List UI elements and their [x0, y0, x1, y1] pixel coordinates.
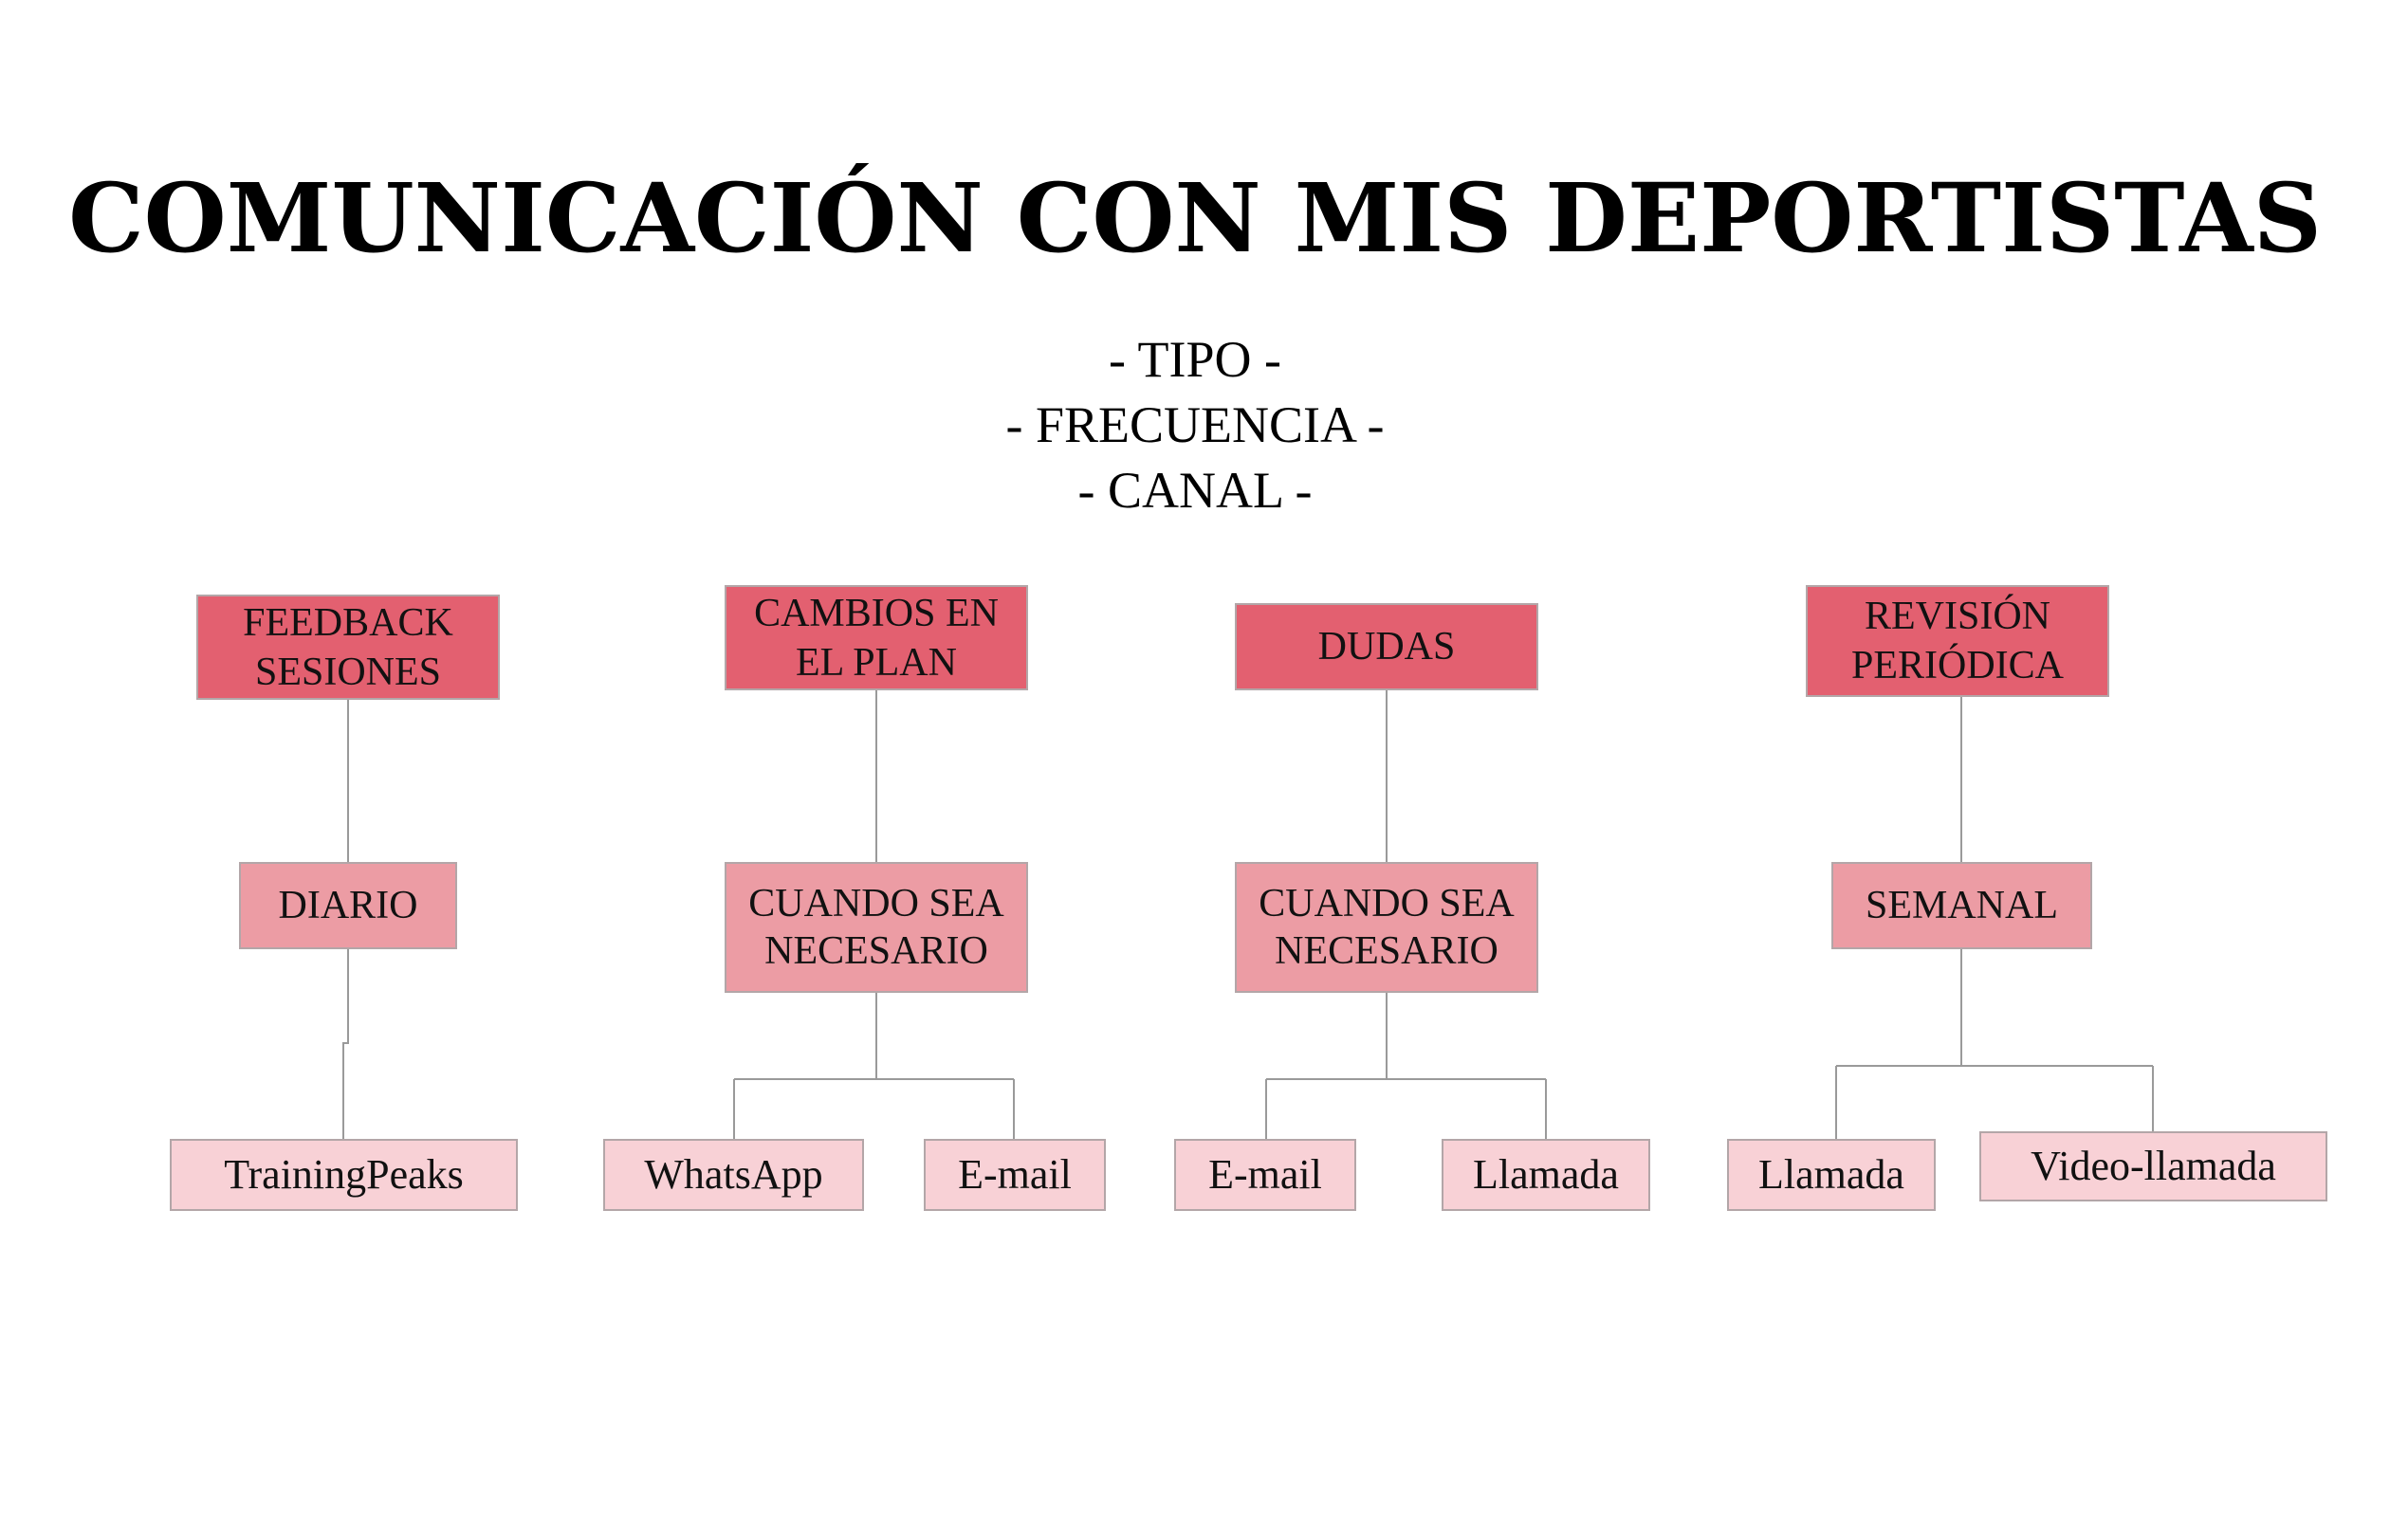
connector-cuando-to-canales-3: [1265, 993, 1547, 1139]
canal-box-llamada: Llamada: [1727, 1139, 1936, 1211]
connector-semanal-to-canales-4: [1835, 949, 2154, 1139]
canal-box-email: E-mail: [924, 1139, 1106, 1211]
diagram-title: COMUNICACIÓN CON MIS DEPORTISTAS: [68, 162, 2322, 274]
canal-box-email: E-mail: [1174, 1139, 1356, 1211]
canal-box-video-llamada: Video-llamada: [1979, 1131, 2327, 1201]
connector-diario-to-trainingpeaks: [342, 949, 349, 1139]
legend-frecuencia: - FRECUENCIA -: [1005, 396, 1385, 453]
canal-box-llamada: Llamada: [1442, 1139, 1650, 1211]
legend-tipo: - TIPO -: [1109, 331, 1281, 388]
level-legend: - TIPO - - FRECUENCIA - - CANAL -: [0, 327, 2390, 523]
frecuencia-box-diario: DIARIO: [239, 862, 457, 949]
tipo-box-dudas: DUDAS: [1235, 603, 1538, 690]
connector-cuando-to-canales-2: [733, 993, 1015, 1139]
canal-box-trainingpeaks: TrainingPeaks: [170, 1139, 518, 1211]
frecuencia-box-semanal: SEMANAL: [1831, 862, 2092, 949]
legend-canal: - CANAL -: [1077, 462, 1313, 519]
canal-box-whatsapp: WhatsApp: [603, 1139, 864, 1211]
